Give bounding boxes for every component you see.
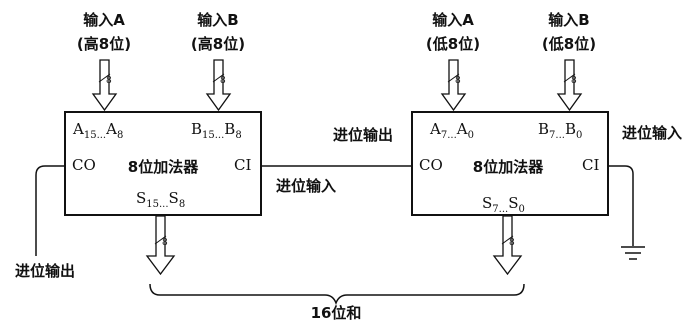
adder-low-a-inputs: A7...A0 (429, 120, 474, 141)
carry-in-low-label: 进位输入 (622, 124, 682, 142)
ground-symbol-icon (621, 246, 645, 260)
adder-high-ci-port: CI (234, 156, 251, 174)
adder-low-box (411, 111, 609, 216)
adder-high-b-inputs: B15...B8 (191, 120, 242, 141)
adder-high-sum-outputs: S15...S8 (136, 189, 185, 210)
adder-high-co-port: CO (72, 156, 96, 174)
adder-low-co-port: CO (419, 156, 443, 174)
adder-high-box (64, 111, 262, 216)
bus-arrow-sum-high: 8 (145, 215, 176, 276)
input-b-low-sublabel: (低8位) (542, 35, 596, 53)
carry-in-high-label: 进位输入 (276, 177, 336, 195)
sum-16-label: 16位和 (311, 304, 362, 322)
adder-high-title: 8位加法器 (128, 158, 199, 176)
bus-width-label: 8 (106, 76, 112, 86)
input-a-low-label: 输入A (432, 11, 474, 29)
bus-arrow-a-high: 8 (91, 59, 118, 112)
adder-low-ci-port: CI (582, 156, 599, 174)
bus-width-label: 8 (162, 238, 168, 248)
bus-width-label: 8 (220, 76, 226, 86)
carry-out-high-label: 进位输出 (15, 262, 75, 280)
adder-low-b-inputs: B7...B0 (538, 120, 582, 141)
carry-in-ground-wire (608, 165, 634, 246)
input-b-low-label: 输入B (548, 11, 589, 29)
adder-low-title: 8位加法器 (473, 158, 544, 176)
input-b-high-label: 输入B (197, 11, 238, 29)
input-a-high-sublabel: (高8位) (77, 35, 131, 53)
adder-low-sum-outputs: S7...S0 (482, 194, 525, 215)
bus-width-label: 8 (509, 238, 515, 248)
bus-arrow-b-low: 8 (556, 59, 583, 112)
carry-out-low-label: 进位输出 (333, 126, 393, 144)
input-a-high-label: 输入A (83, 11, 125, 29)
bus-width-label: 8 (571, 76, 577, 86)
bus-arrow-a-low: 8 (440, 59, 467, 112)
sum-brace (149, 283, 525, 306)
carry-out-wire (35, 165, 65, 256)
bus-width-label: 8 (455, 76, 461, 86)
input-b-high-sublabel: (高8位) (191, 35, 245, 53)
bus-arrow-b-high: 8 (205, 59, 232, 112)
input-a-low-sublabel: (低8位) (426, 35, 480, 53)
bus-arrow-sum-low: 8 (492, 215, 523, 276)
adder-high-a-inputs: A15...A8 (72, 120, 123, 141)
